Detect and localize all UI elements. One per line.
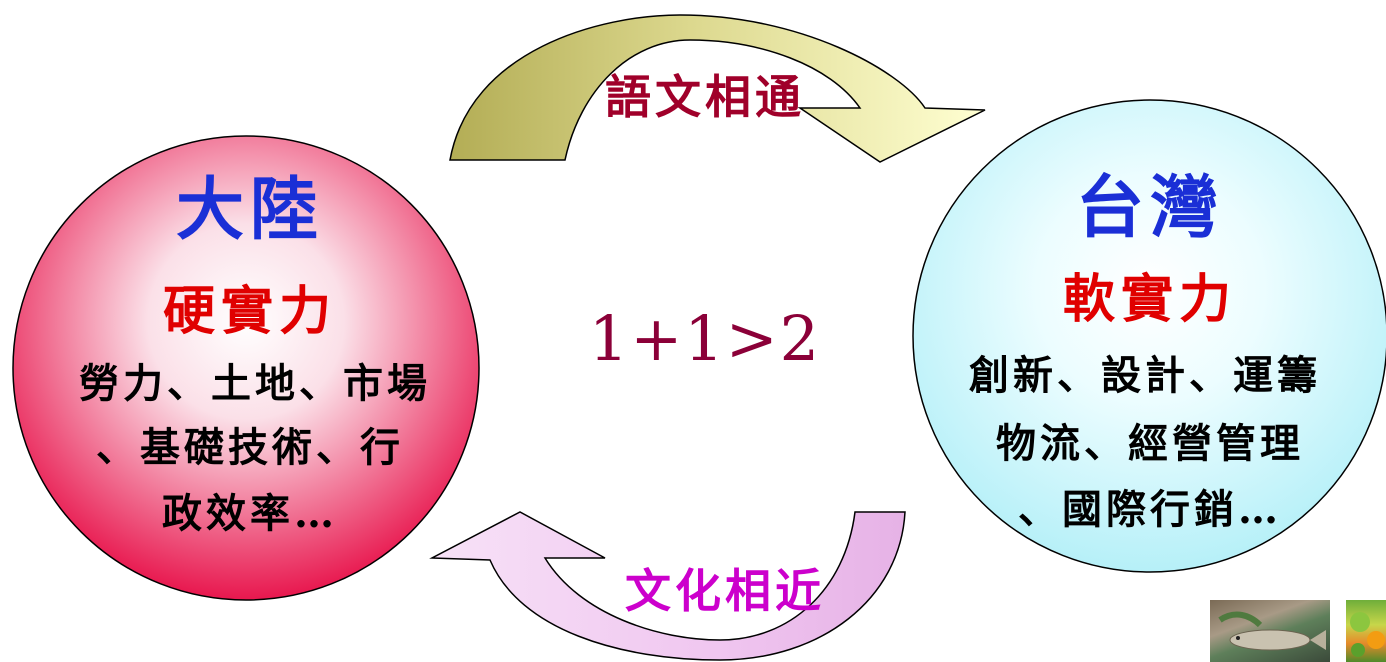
fish-icon: [1218, 611, 1326, 651]
right-title: 台灣: [1075, 168, 1224, 248]
top-curved-arrow: [449, 14, 986, 163]
fish-photo: [1210, 600, 1330, 662]
right-line-1: 創新、設計、運籌: [969, 352, 1321, 399]
bottom-arrow-label: 文化相近: [625, 564, 825, 618]
bottom-curved-arrow: [429, 511, 906, 661]
center-equation: 1+1>2: [588, 302, 822, 375]
left-circle: [12, 135, 480, 601]
vegetable-icon: [1350, 612, 1385, 657]
left-subtitle: 硬實力: [162, 281, 337, 342]
left-line-1: 勞力、土地、市場: [79, 360, 431, 407]
top-arrow-label: 語文相通: [605, 70, 805, 124]
left-title: 大陸: [175, 170, 324, 250]
right-subtitle: 軟實力: [1062, 269, 1237, 330]
right-line-3: 、國際行銷…: [1018, 486, 1282, 533]
right-circle: [912, 99, 1386, 573]
vegetable-photo: [1346, 600, 1386, 662]
left-line-2: 、基礎技術、行: [96, 424, 404, 471]
left-line-3: 政效率…: [162, 490, 338, 537]
right-line-2: 物流、經營管理: [996, 420, 1304, 467]
